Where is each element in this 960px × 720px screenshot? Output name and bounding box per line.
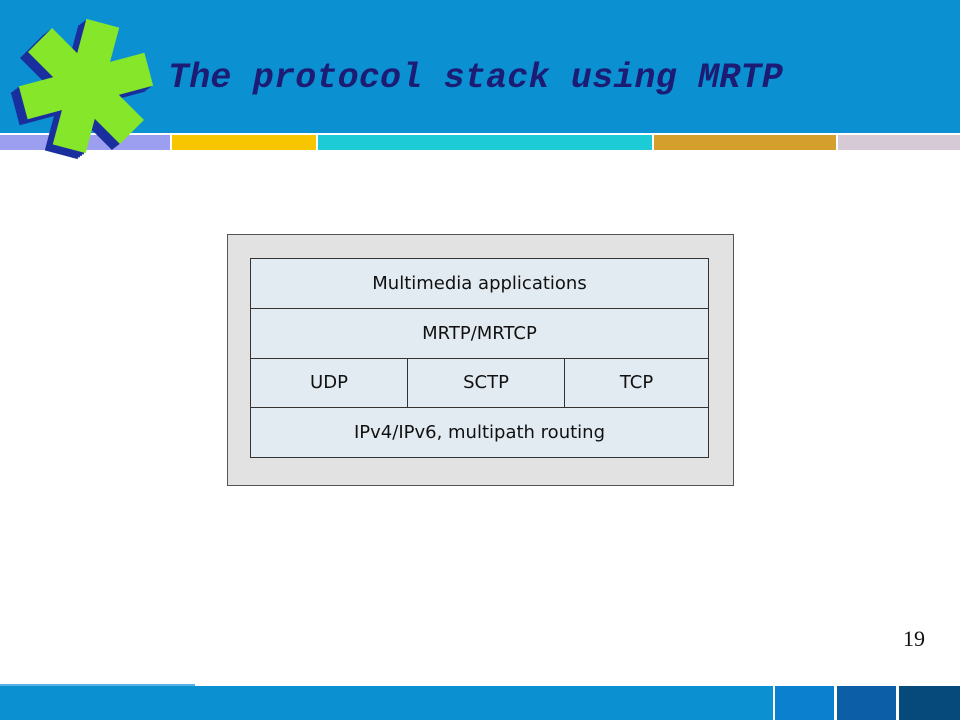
page-number: 19	[903, 626, 925, 651]
layer-mrtp-mrtcp: MRTP/MRTCP	[251, 307, 708, 358]
slide-title: The protocol stack using MRTP	[168, 58, 783, 98]
footer-block	[837, 686, 896, 720]
asterisk-logo-icon	[8, 6, 166, 172]
transport-cell-sctp: SCTP	[407, 358, 564, 408]
logo-face	[8, 6, 166, 166]
protocol-stack: Multimedia applications MRTP/MRTCP UDP S…	[250, 258, 709, 458]
accent-stripe	[172, 135, 316, 150]
accent-stripe	[318, 135, 652, 150]
header-band: The protocol stack using MRTP	[0, 0, 960, 133]
transport-cell-tcp: TCP	[564, 358, 708, 408]
accent-stripe	[654, 135, 836, 150]
protocol-stack-diagram: Multimedia applications MRTP/MRTCP UDP S…	[227, 234, 734, 486]
transport-cell-udp: UDP	[310, 372, 348, 394]
layer-network-routing: IPv4/IPv6, multipath routing	[251, 407, 708, 457]
layer-multimedia-applications: Multimedia applications	[372, 272, 587, 294]
footer-bar	[0, 686, 773, 720]
footer-block	[899, 686, 960, 720]
footer-band	[0, 684, 960, 720]
layer-transport: UDP SCTP TCP	[251, 357, 708, 408]
footer-block	[775, 686, 834, 720]
footer-accent-line	[0, 684, 195, 686]
accent-stripe	[838, 135, 960, 150]
